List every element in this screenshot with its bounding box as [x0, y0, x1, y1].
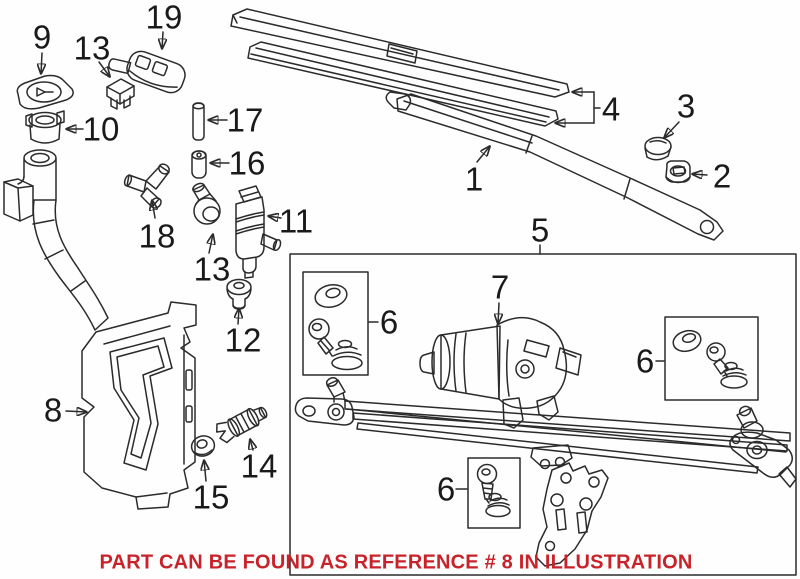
- callout-part11: 11: [278, 202, 314, 240]
- grommet-drawing: [226, 278, 252, 310]
- washer-reservoir-drawing: [81, 301, 197, 510]
- wiper-arm-drawing: [385, 91, 724, 241]
- pivot-nut-drawing: [665, 160, 691, 184]
- reference-box-outline: [289, 253, 797, 576]
- washer-pump-drawing: [235, 185, 282, 279]
- hose-tube-drawing: [191, 102, 207, 179]
- hardware-box-a-drawing: [302, 271, 369, 376]
- filler-neck-hose-drawing: [3, 149, 109, 331]
- hardware-box-c-drawing: [467, 457, 521, 529]
- callout-part13a: 13: [73, 29, 111, 67]
- callout-part12: 12: [224, 321, 262, 359]
- callout-part8: 8: [43, 391, 63, 429]
- callout-part5: 5: [530, 211, 550, 249]
- callout-part3: 3: [676, 87, 696, 125]
- level-sensor-drawing: [216, 406, 268, 444]
- filler-cap-drawing: [25, 110, 65, 144]
- callout-part13b: 13: [193, 250, 231, 288]
- washer-nozzle-drawing: [108, 50, 186, 94]
- grommet-ring-drawing: [190, 435, 216, 457]
- callout-part18: 18: [138, 217, 176, 255]
- callout-part19: 19: [145, 0, 183, 36]
- callout-arrows: [41, 31, 708, 490]
- gasket-drawing: [16, 74, 74, 110]
- callout-part6c: 6: [436, 470, 456, 508]
- callout-part7: 7: [490, 268, 510, 306]
- wiper-linkage-drawing: [294, 377, 797, 488]
- wiper-blade-drawing: [230, 8, 570, 98]
- callout-part16: 16: [228, 144, 266, 182]
- callout-part6a: 6: [379, 303, 399, 341]
- clip-drawing: [106, 78, 135, 110]
- pivot-cap-drawing: [644, 136, 672, 161]
- wiper-motor-drawing: [419, 316, 582, 429]
- elbow-connector-drawing: [192, 182, 221, 225]
- reference-caption: PART CAN BE FOUND AS REFERENCE # 8 IN IL…: [99, 551, 693, 574]
- callout-part17: 17: [226, 101, 264, 139]
- callout-part9: 9: [32, 18, 52, 56]
- callout-part6b: 6: [635, 342, 655, 380]
- callout-part1: 1: [464, 160, 484, 198]
- callout-part2: 2: [712, 157, 732, 195]
- callout-part4: 4: [601, 90, 621, 128]
- callout-part15: 15: [192, 478, 230, 516]
- callout-part14: 14: [240, 447, 278, 485]
- mounting-bracket-drawing: [535, 462, 609, 567]
- callout-part10: 10: [82, 110, 120, 148]
- y-connector-drawing: [123, 163, 170, 209]
- hardware-box-b-drawing: [664, 316, 759, 401]
